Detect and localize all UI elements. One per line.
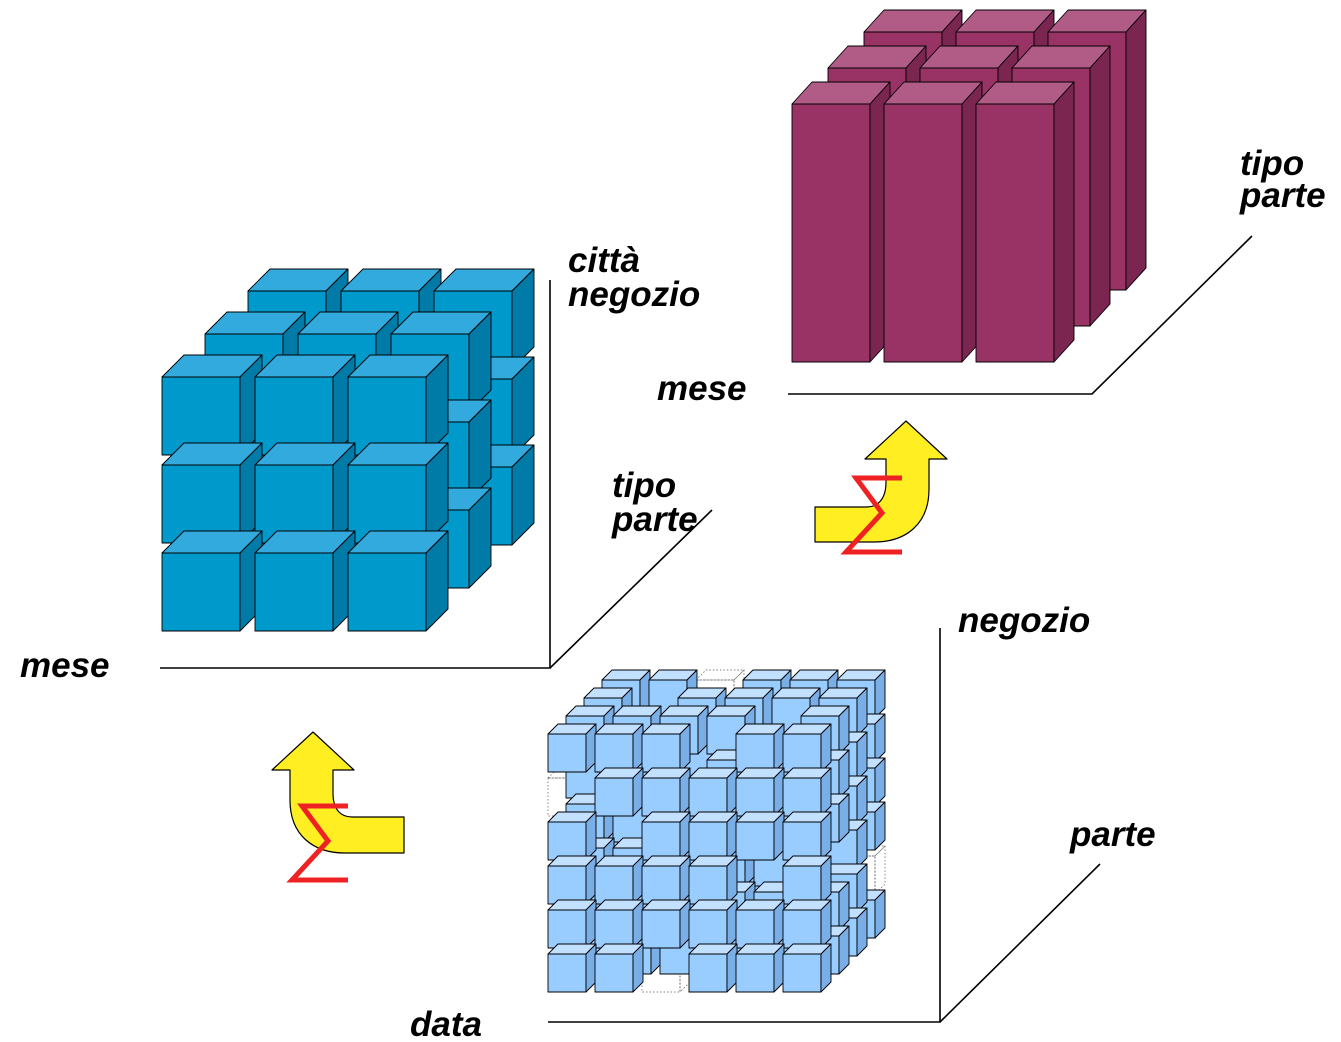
top-axis-lines (788, 235, 1253, 395)
data-cell-cube (161, 354, 263, 456)
aggregate-bar (883, 81, 983, 363)
aggregation-arrow-upper (814, 420, 948, 555)
data-cell-cube (782, 767, 832, 817)
base-depth-axis-line (939, 863, 1101, 1023)
data-cell-cube (782, 899, 832, 949)
sigma-icon (286, 803, 348, 883)
data-cell-cube (735, 899, 785, 949)
base-axis-label-vertical: negozio (958, 601, 1090, 640)
data-cell-cube (688, 767, 738, 817)
base-cube-axes: negozio parte data (410, 601, 1156, 1042)
data-cell-cube (688, 811, 738, 861)
data-cell-cube (547, 855, 597, 905)
data-cell-cube (641, 723, 691, 773)
data-cell-cube (688, 943, 738, 993)
data-cell-cube (594, 767, 644, 817)
data-cell-cube (161, 530, 263, 632)
data-cell-cube (782, 855, 832, 905)
data-cell-cube (594, 855, 644, 905)
data-cell-cube (641, 767, 691, 817)
data-cell-cube (547, 943, 597, 993)
top-cube (791, 9, 1147, 363)
data-cell-cube (254, 442, 356, 544)
base-axis-label-horizontal: data (410, 1005, 482, 1042)
data-cell-cube (347, 530, 449, 632)
data-cell-cube (782, 811, 832, 861)
data-cell-cube (161, 442, 263, 544)
aggregate-bar (791, 81, 891, 363)
data-cell-cube (641, 855, 691, 905)
data-cell-cube (594, 943, 644, 993)
data-cell-cube (688, 899, 738, 949)
data-cell-cube (547, 811, 597, 861)
sigma-icon (840, 475, 902, 555)
data-cell-cube (594, 723, 644, 773)
data-cell-cube (735, 767, 785, 817)
data-cell-cube (254, 354, 356, 456)
middle-cube (161, 268, 535, 632)
data-cell-cube (347, 442, 449, 544)
aggregate-bar (975, 81, 1075, 363)
data-cell-cube (641, 811, 691, 861)
data-cell-cube (735, 723, 785, 773)
curved-arrow-icon (814, 420, 948, 543)
data-cell-cube (594, 899, 644, 949)
aggregation-arrow-lower (271, 731, 405, 883)
data-cell-cube (641, 899, 691, 949)
base-axis-label-depth: parte (1069, 815, 1156, 854)
data-cell-cube (547, 723, 597, 773)
base-cube (547, 669, 886, 993)
curved-arrow-icon (271, 731, 405, 854)
data-cell-cube (547, 899, 597, 949)
top-axis-label-horizontal: mese (657, 369, 747, 408)
data-cell-cube (347, 354, 449, 456)
middle-depth-axis-line (549, 509, 713, 669)
data-cell-cube (782, 943, 832, 993)
data-cell-cube (735, 943, 785, 993)
middle-axis-label-horizontal: mese (20, 646, 110, 685)
data-cell-cube (254, 530, 356, 632)
data-cell-cube (688, 855, 738, 905)
data-cell-cube (735, 811, 785, 861)
data-cell-cube (782, 723, 832, 773)
